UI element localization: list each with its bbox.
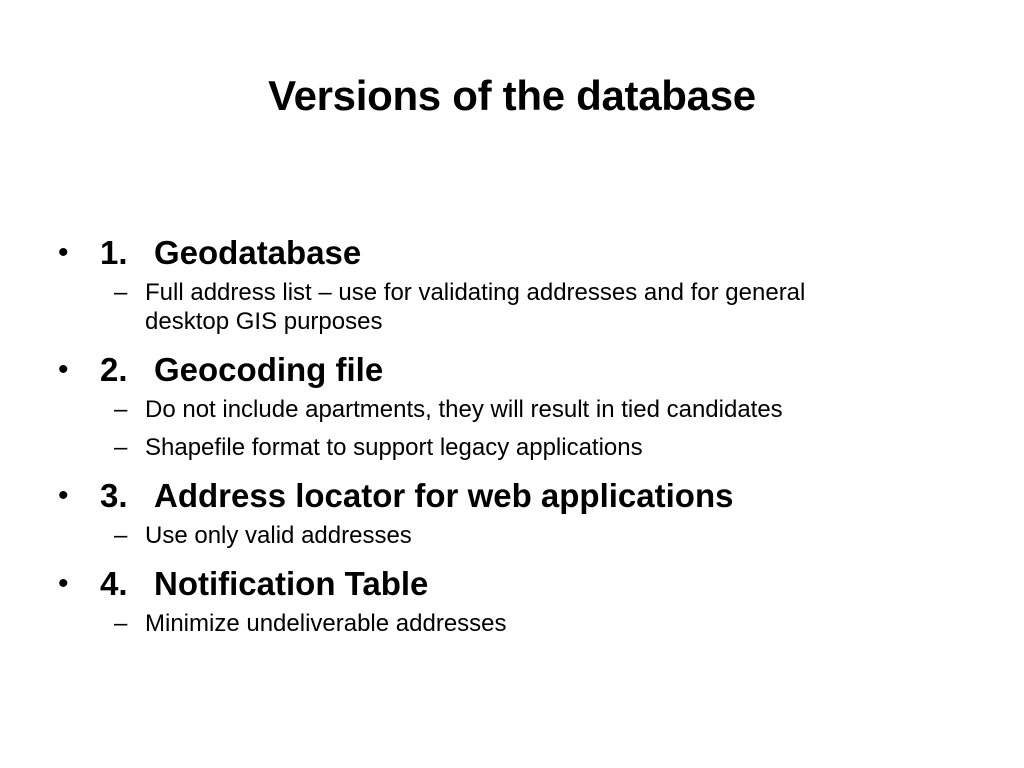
item-label: Geodatabase: [154, 234, 362, 271]
sub-list: – Full address list – use for validating…: [58, 278, 958, 336]
bullet-icon: •: [58, 236, 69, 269]
item-label: Address locator for web applications: [154, 477, 734, 514]
dash-icon: –: [114, 279, 128, 306]
sub-item-text: Use only valid addresses: [145, 522, 412, 549]
item-label: Notification Table: [154, 565, 429, 602]
dash-icon: –: [114, 434, 128, 461]
sub-item-text: Minimize undeliverable addresses: [145, 610, 507, 637]
item-number: 1.: [100, 234, 128, 271]
item-number: 4.: [100, 565, 128, 602]
item-number: 2.: [100, 351, 128, 388]
sub-item-text: Shapefile format to support legacy appli…: [145, 434, 643, 461]
sub-item: – Minimize undeliverable addresses: [58, 609, 845, 638]
bullet-icon: •: [58, 353, 69, 386]
item-number: 3.: [100, 477, 128, 514]
bullet-item-notification-table: • 4. Notification Table: [58, 559, 958, 609]
dash-icon: –: [114, 610, 128, 637]
dash-icon: –: [114, 522, 128, 549]
sub-item: – Use only valid addresses: [58, 521, 845, 550]
bullet-item-geocoding-file: • 2. Geocoding file: [58, 345, 958, 395]
slide-title: Versions of the database: [268, 72, 756, 119]
sub-list: – Use only valid addresses: [58, 521, 958, 550]
bullet-icon: •: [58, 479, 69, 512]
sub-item-text: Full address list – use for validating a…: [145, 279, 806, 335]
sub-list: – Minimize undeliverable addresses: [58, 609, 958, 638]
sub-item: – Shapefile format to support legacy app…: [58, 433, 845, 462]
bullet-item-geodatabase: • 1. Geodatabase: [58, 228, 958, 278]
sub-item: – Do not include apartments, they will r…: [58, 395, 845, 424]
slide-content: • 1. Geodatabase – Full address list – us…: [58, 228, 958, 647]
sub-item-text: Do not include apartments, they will res…: [145, 396, 783, 423]
item-label: Geocoding file: [154, 351, 384, 388]
sub-item: – Full address list – use for validating…: [58, 278, 845, 336]
dash-icon: –: [114, 396, 128, 423]
bullet-icon: •: [58, 567, 69, 600]
sub-list: – Do not include apartments, they will r…: [58, 395, 958, 462]
bullet-item-address-locator: • 3. Address locator for web applications: [58, 471, 958, 521]
